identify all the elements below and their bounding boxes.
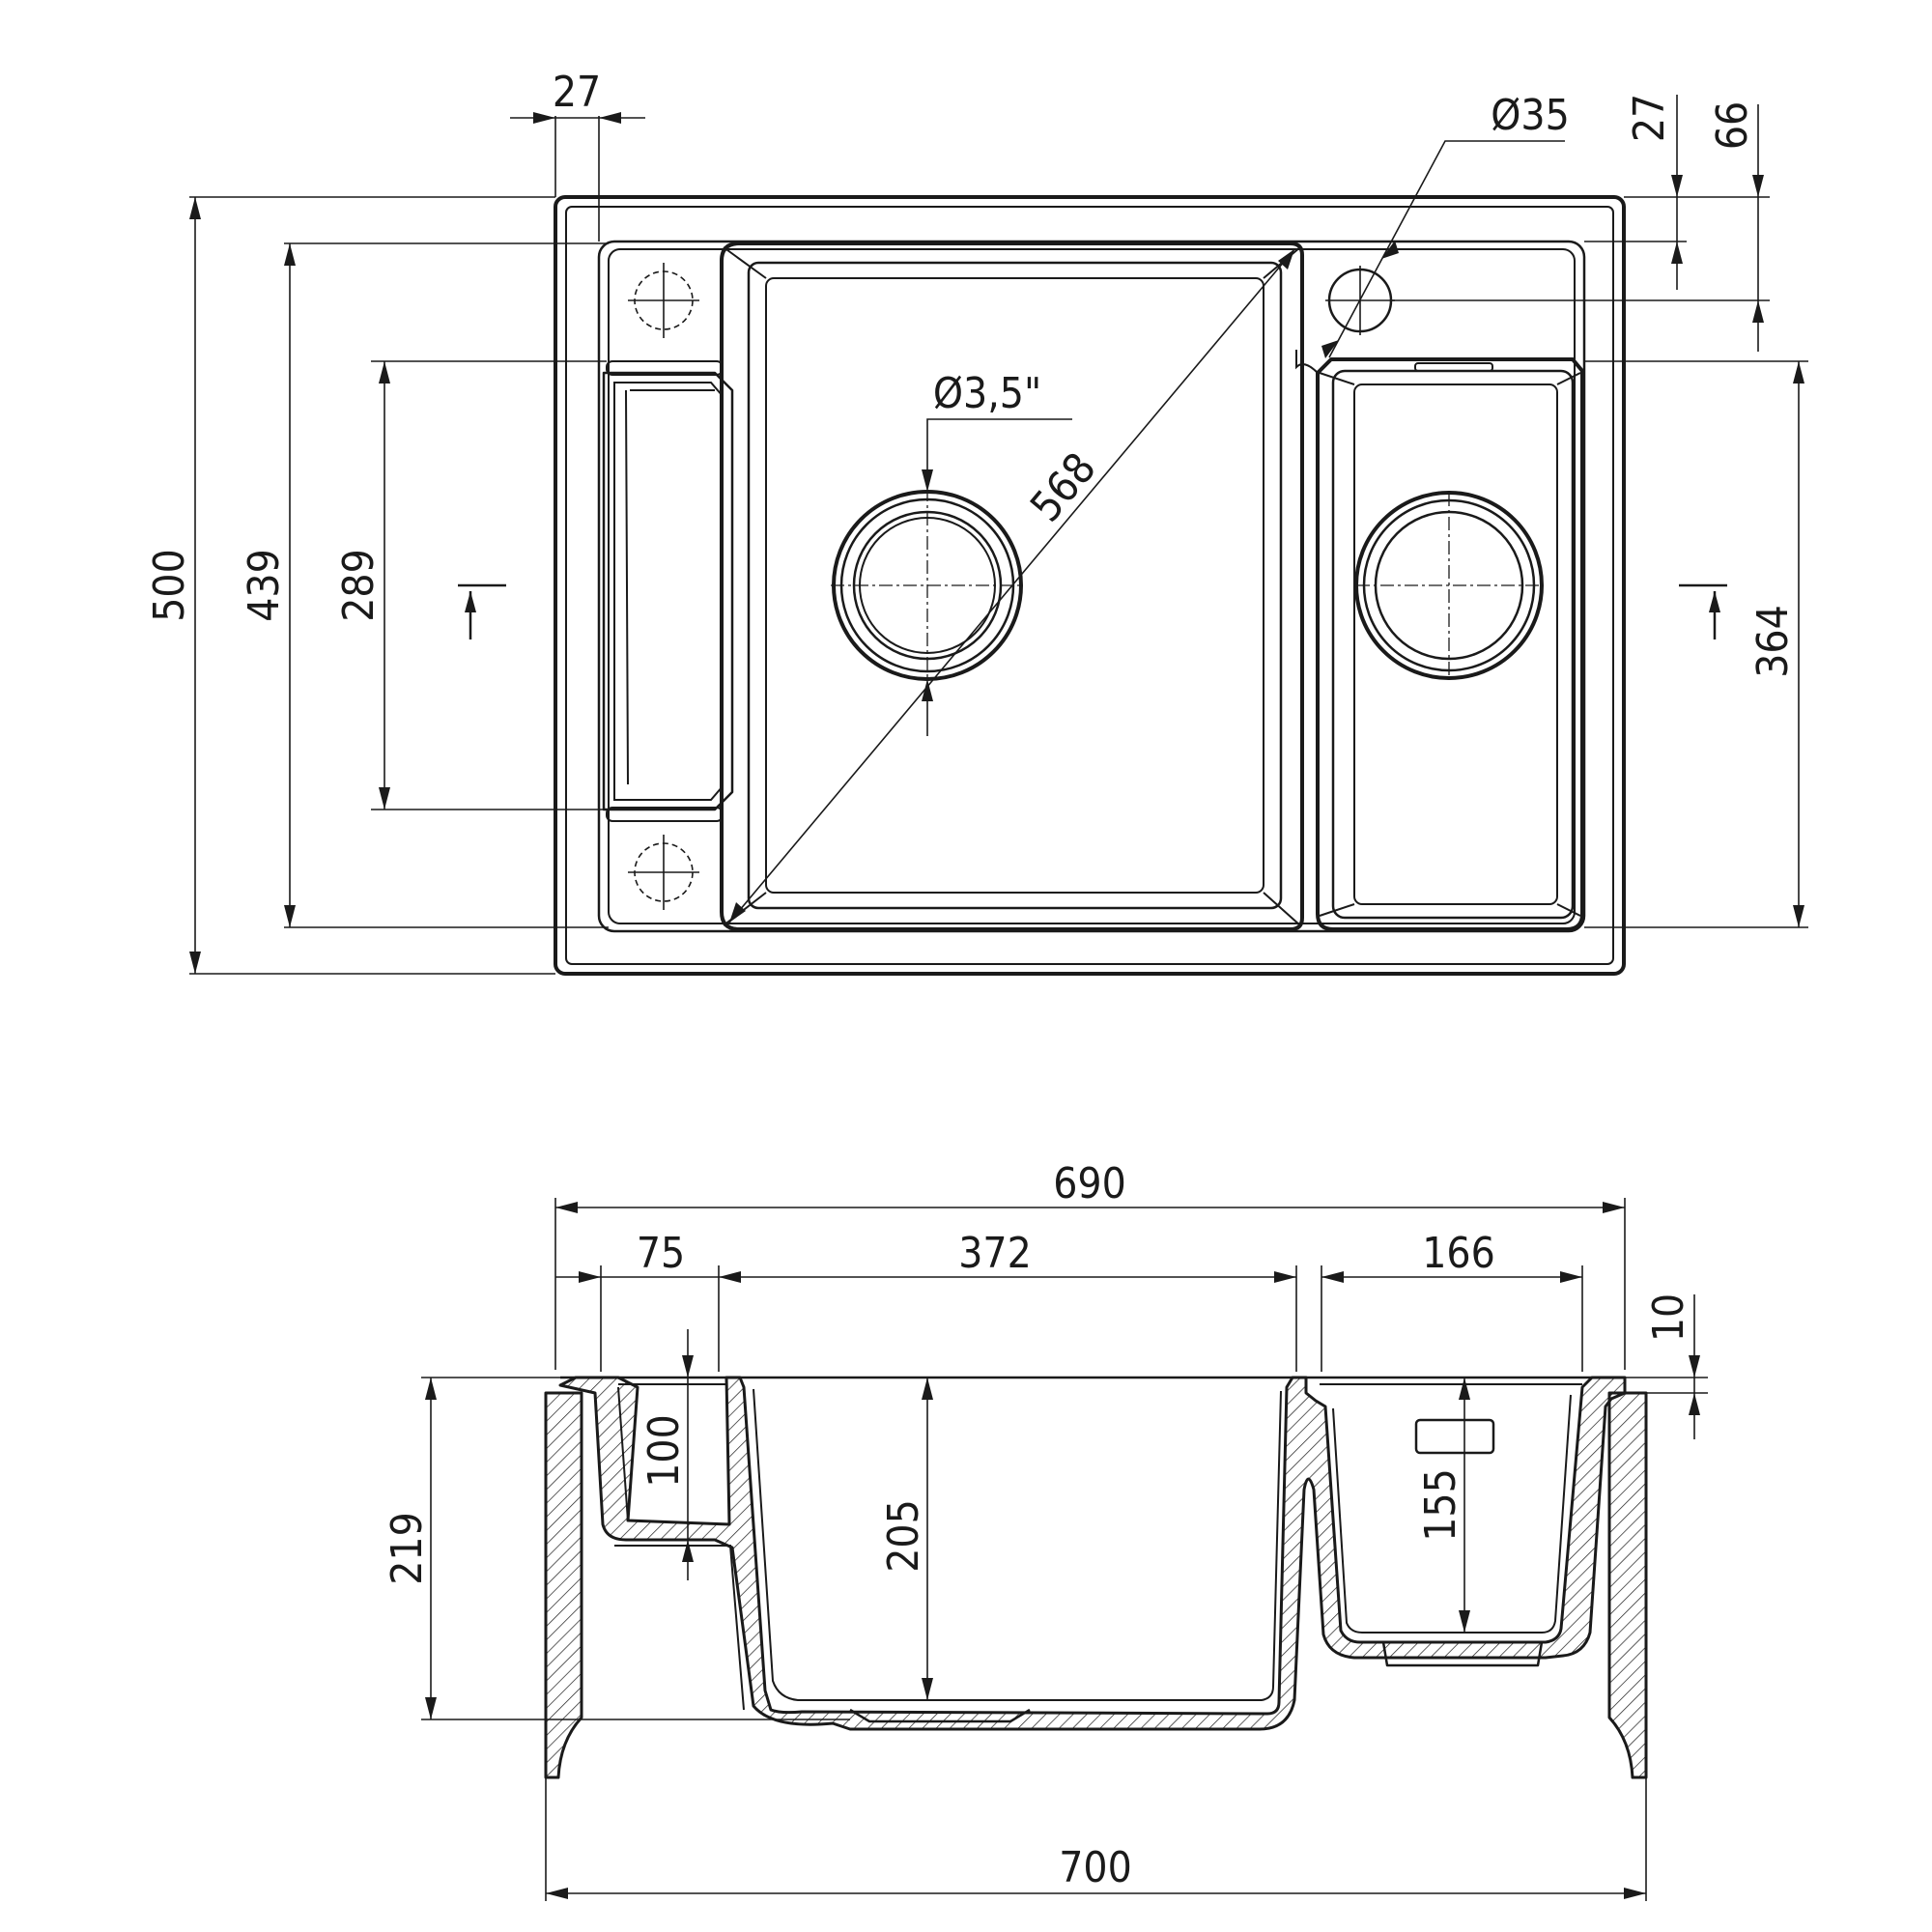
tap-hole-marker-top [628, 263, 699, 338]
dim-total-width: 690 [554, 1159, 1626, 1370]
dim-lip-right: 27 [1584, 94, 1770, 290]
dim-main-bowl-depth-label: 205 [879, 1499, 928, 1573]
overflow-slot [1414, 1418, 1495, 1455]
main-drain-section [849, 1708, 1031, 1723]
dim-main-bowl-depth: 205 [879, 1378, 933, 1700]
dim-tray-length-label: 289 [334, 549, 384, 622]
top-view: 568 Ø3,5" Ø35 27 [145, 68, 1808, 976]
dim-small-bowl-length-label: 364 [1748, 605, 1798, 678]
section-mark-right [1679, 583, 1727, 639]
dim-total-width-label: 690 [1053, 1159, 1126, 1208]
dim-overall-depth-label: 500 [145, 549, 194, 622]
dim-tray-width: 75 [555, 1229, 741, 1372]
dim-tap-offset-label: 66 [1708, 101, 1757, 150]
dim-lip-left-label: 27 [553, 68, 601, 117]
dim-total-height: 219 [383, 1377, 850, 1720]
dim-tray-depth-label: 100 [639, 1414, 689, 1488]
dim-overall-depth: 500 [145, 196, 555, 975]
section-mark-left [458, 583, 506, 639]
dim-main-bowl-width-label: 372 [958, 1229, 1032, 1278]
dim-small-bowl-width-label: 166 [1422, 1229, 1495, 1278]
dim-drain-label: Ø3,5" [933, 369, 1041, 418]
dim-cutout-width: 700 [545, 1777, 1647, 1901]
inner-rim [597, 240, 1586, 933]
dim-rim-thickness-label: 10 [1644, 1293, 1693, 1342]
dim-inner-depth-label: 439 [240, 549, 289, 622]
dim-small-bowl-length: 364 [1584, 360, 1808, 928]
small-drain [1354, 491, 1544, 680]
dim-tray-length: 289 [334, 360, 607, 810]
dim-inner-depth: 439 [240, 242, 609, 928]
dim-tap-hole-label: Ø35 [1491, 91, 1570, 140]
sink-outline [554, 195, 1626, 976]
dim-small-bowl-depth-label: 155 [1416, 1468, 1465, 1542]
dim-diagonal: 568 [728, 248, 1295, 923]
tap-hole-marker-bottom [628, 835, 699, 910]
dim-tray-depth: 100 [639, 1329, 694, 1580]
main-bowl [720, 242, 1304, 931]
dim-tray-width-label: 75 [637, 1229, 685, 1278]
dim-cutout-width-label: 700 [1059, 1843, 1132, 1892]
small-bowl [1295, 350, 1584, 931]
dim-diagonal-label: 568 [1021, 443, 1106, 531]
countertop-left [544, 1391, 583, 1779]
dim-rim-thickness: 10 [1625, 1293, 1708, 1439]
dim-total-height-label: 219 [383, 1512, 432, 1585]
dim-small-bowl-width: 166 [1321, 1229, 1583, 1372]
dim-tap-offset: 66 [1391, 101, 1770, 352]
sink-section [558, 1376, 1627, 1731]
main-drain [831, 488, 1024, 683]
countertop-right [1607, 1391, 1648, 1779]
dim-drain: Ø3,5" [922, 369, 1072, 736]
dim-lip-right-label: 27 [1625, 94, 1674, 142]
dim-small-bowl-depth: 155 [1416, 1378, 1470, 1633]
section-view: 690 75 372 166 [383, 1159, 1708, 1901]
drainer-tray [602, 360, 734, 822]
dim-main-bowl-width: 372 [719, 1229, 1297, 1372]
dim-tap-hole: Ø35 [1321, 91, 1570, 358]
dim-lip-left: 27 [510, 68, 645, 242]
